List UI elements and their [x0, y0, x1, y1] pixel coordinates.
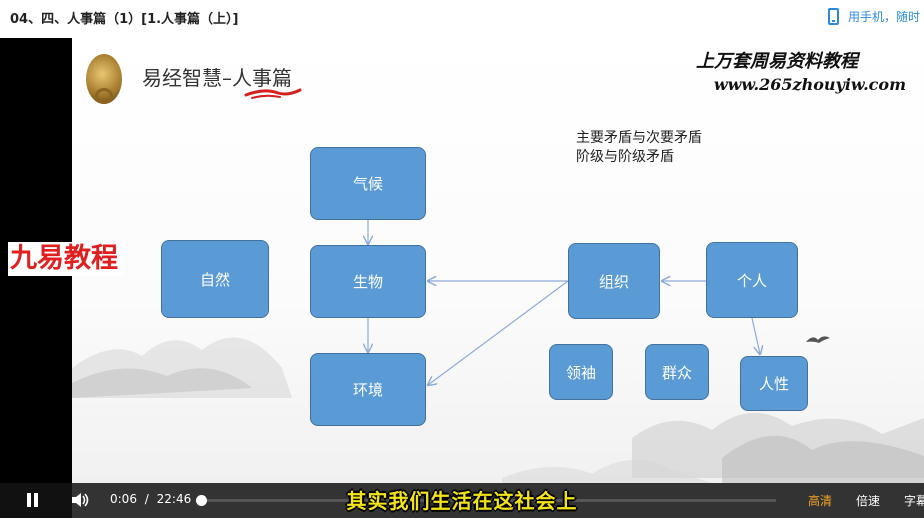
box-shengwu: 生物 [310, 245, 426, 318]
progress-knob[interactable] [195, 495, 207, 506]
quality-button[interactable]: 高清 [808, 494, 833, 508]
mobile-link-text: 用手机，随时 [848, 9, 921, 24]
progress-bar[interactable] [195, 495, 776, 506]
pause-button[interactable] [24, 492, 40, 508]
box-huanjing: 环境 [310, 353, 426, 426]
pause-icon [27, 493, 31, 507]
ink-landscape-background [72, 337, 924, 483]
note-line-1: 主要矛盾与次要矛盾 [576, 130, 702, 146]
door-knocker-ring [95, 88, 113, 104]
volume-icon[interactable] [70, 491, 90, 509]
video-player[interactable]: 易经智慧–人事篇 上万套周易资料教程 www.265zhouyiw.com 主要… [0, 38, 924, 518]
video-frame: 易经智慧–人事篇 上万套周易资料教程 www.265zhouyiw.com 主要… [72, 38, 924, 518]
top-bar: 04、四、人事篇（1）[1.人事篇（上）] 用手机，随时 [0, 0, 924, 34]
video-title: 04、四、人事篇（1）[1.人事篇（上）] [10, 12, 239, 27]
box-ziran: 自然 [161, 240, 269, 318]
time-separator: / [144, 492, 149, 506]
brand-watermark: 九易教程 [8, 242, 124, 276]
pause-icon-bar [34, 493, 38, 507]
player-controls: 0:06 / 22:46 高清 倍速 字幕 [0, 483, 924, 518]
video-subtitle: 其实我们生活在这社会上 [346, 489, 578, 513]
box-qihou: 气候 [310, 147, 426, 220]
current-time: 0:06 [110, 492, 137, 506]
diagram-arrows [72, 220, 924, 518]
duration: 22:46 [156, 492, 192, 506]
box-qunzhong: 群众 [645, 344, 709, 400]
watermark-line-2: www.265zhouyiw.com [713, 75, 906, 94]
note-line-2: 阶级与阶级矛盾 [576, 149, 674, 165]
slide-notes: 主要矛盾与次要矛盾 阶级与阶级矛盾 [576, 129, 702, 167]
mobile-phone-icon [828, 7, 839, 25]
box-zuzhi: 组织 [568, 243, 660, 319]
box-renxing: 人性 [740, 356, 808, 411]
box-geren: 个人 [706, 242, 798, 318]
box-lingxiu: 领袖 [549, 344, 613, 400]
watch-on-mobile-link[interactable]: 用手机，随时 [828, 5, 924, 27]
time-display: 0:06 / 22:46 [110, 492, 191, 506]
slide-title: 易经智慧–人事篇 [142, 66, 292, 90]
speed-button[interactable]: 倍速 [856, 494, 881, 508]
crane-bird-decoration [806, 336, 830, 343]
captions-button[interactable]: 字幕 [904, 494, 924, 508]
red-brush-underline [244, 88, 302, 99]
watermark-line-1: 上万套周易资料教程 [696, 51, 858, 72]
